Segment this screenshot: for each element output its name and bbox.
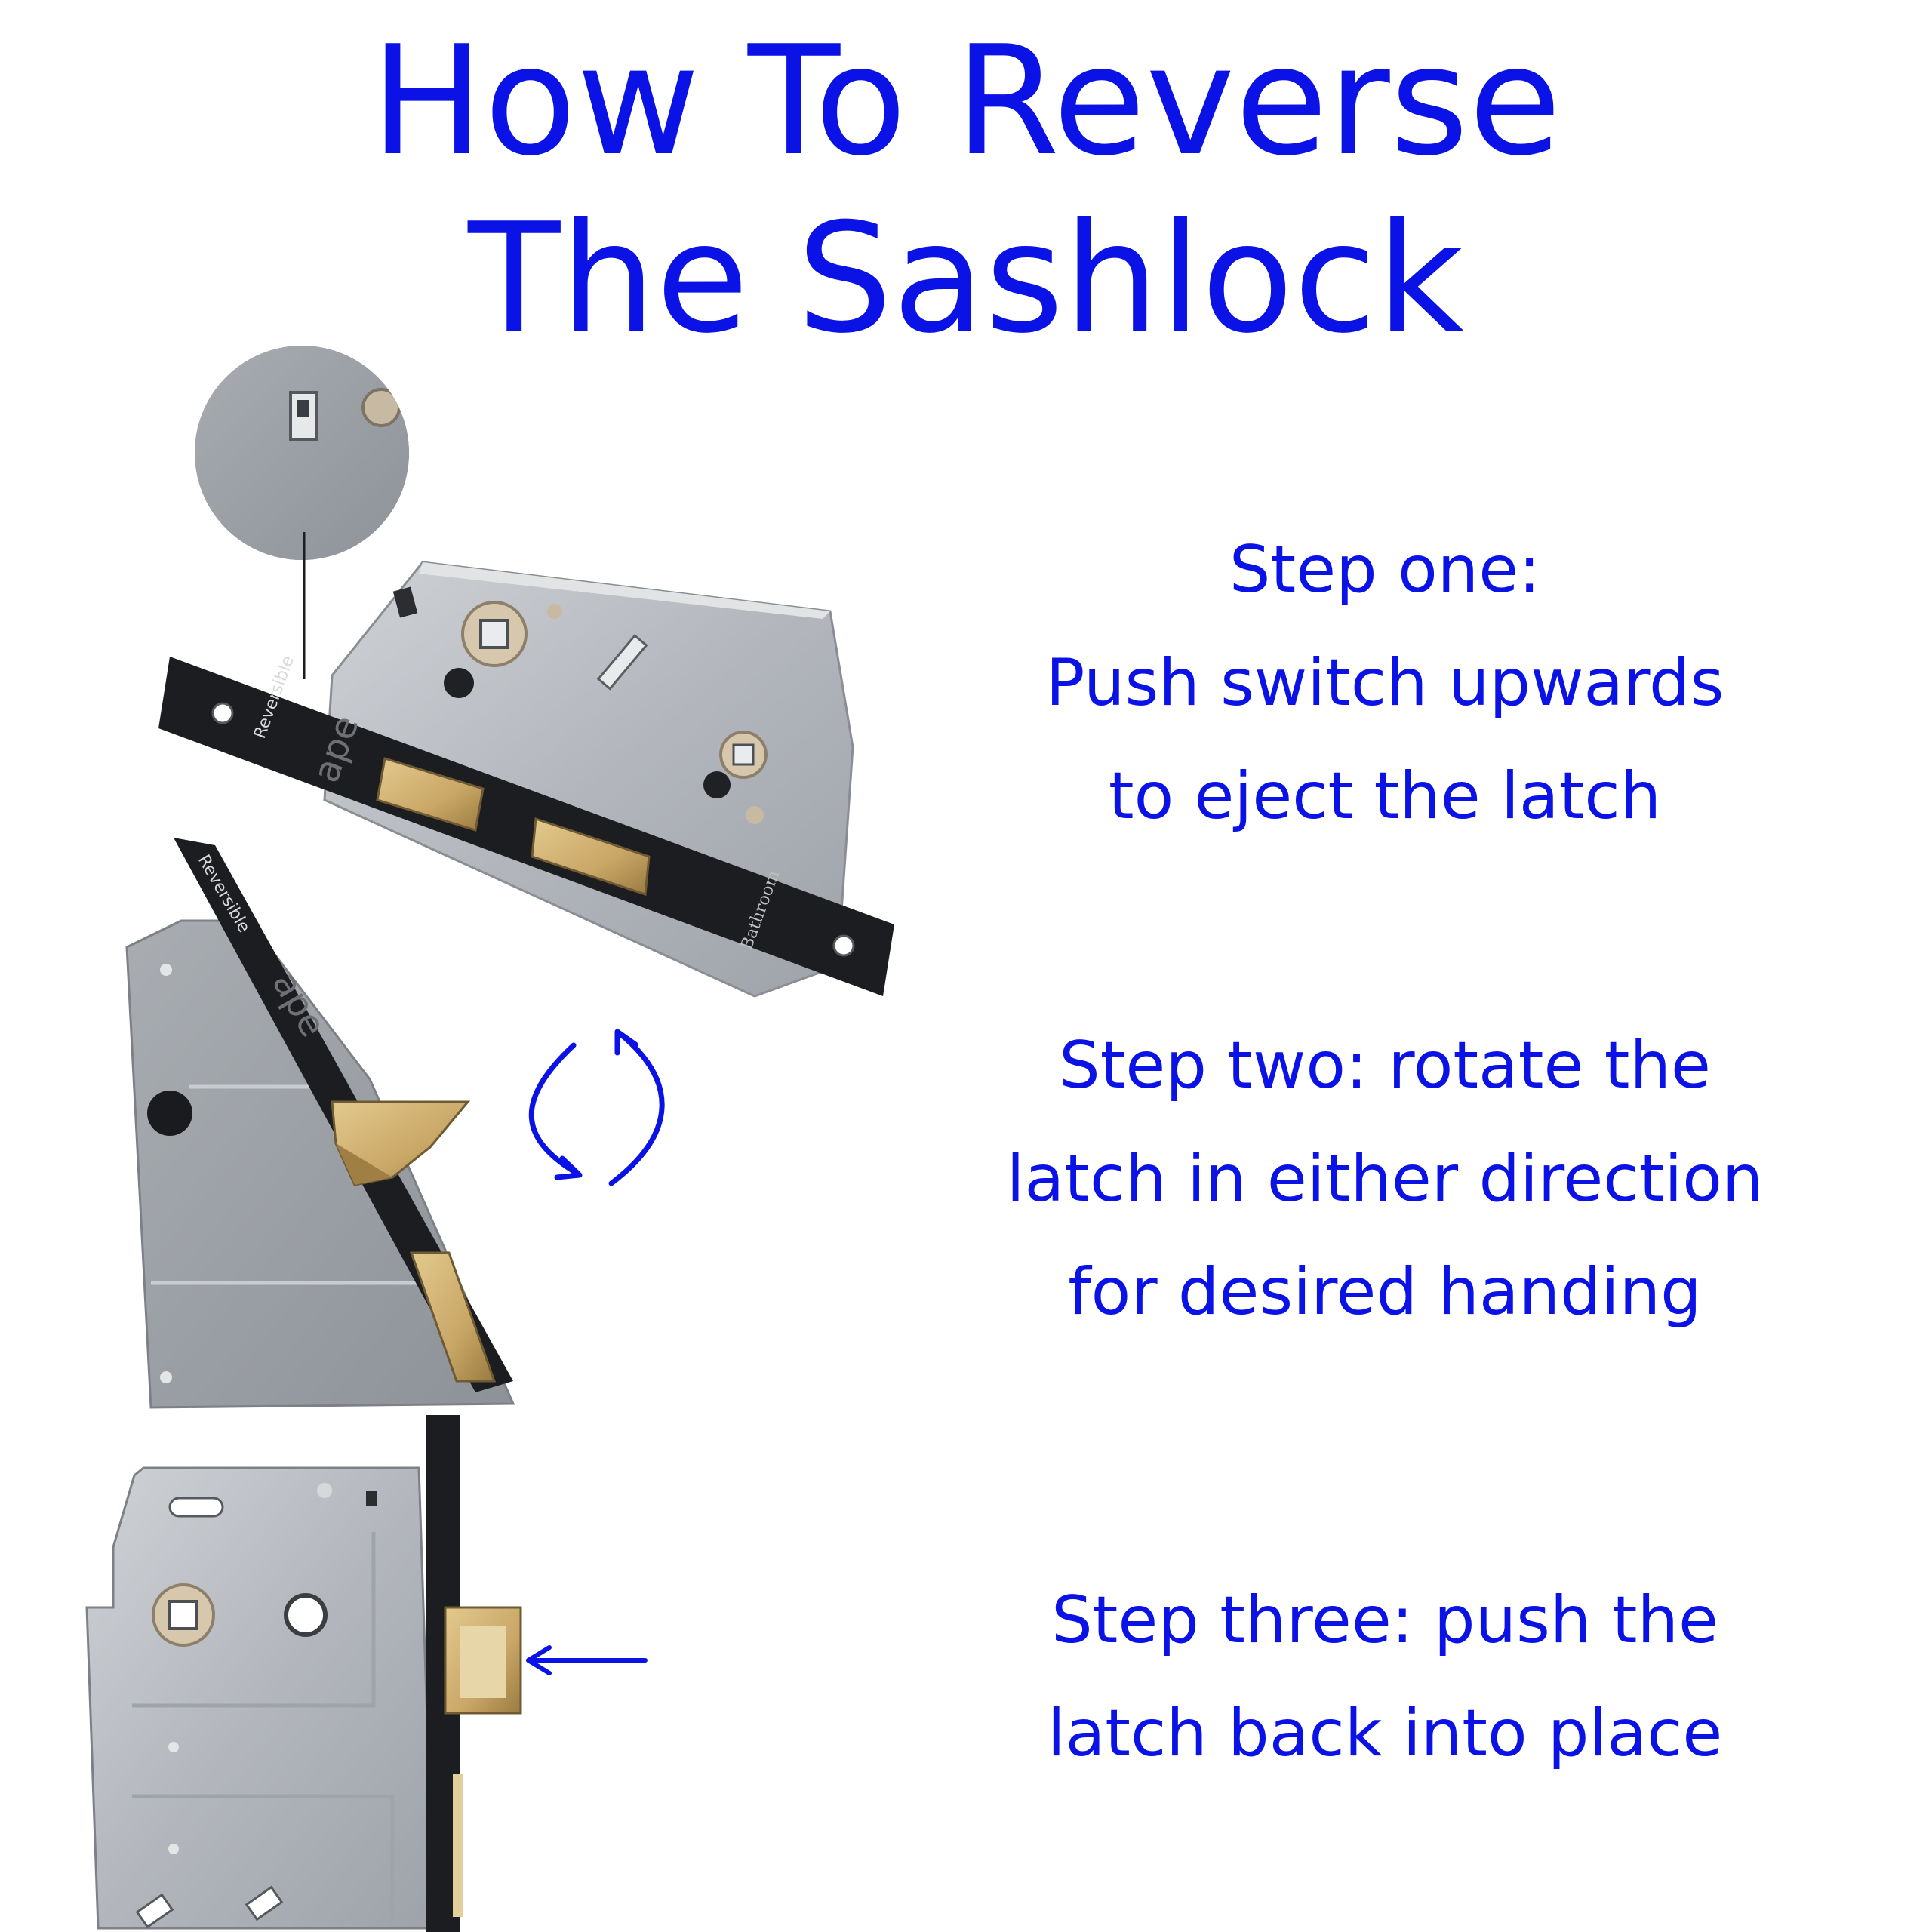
step-three-text: Step three: push the latch back into pla… [970,1564,1800,1790]
step-one-line-2: Push switch upwards [1045,645,1724,721]
rotate-arrows-icon [528,1029,665,1186]
step-three-line-2: latch back into place [1047,1696,1723,1771]
sashlock-step-two: Reversible ape [125,838,515,1409]
step-two-line-3: for desired handing [1068,1254,1702,1330]
zoom-detail-switch [195,346,409,679]
push-left-arrow-icon [526,1645,648,1675]
step-one-text: Step one: Push switch upwards to eject t… [970,513,1800,853]
page-title-line-2: The Sashlock [468,191,1464,367]
sashlock-step-three [85,1415,522,1932]
page-title-line-1: How To Reverse [371,14,1561,189]
step-two-text: Step two: rotate the latch in either dir… [951,1009,1819,1349]
step-two-line-2: latch in either direction [1006,1141,1764,1217]
step-three-line-1: Step three: push the [1051,1583,1718,1658]
step-one-line-1: Step one: [1229,532,1541,608]
sashlock-step-one: Reversible ape Bathroom [158,561,894,998]
step-one-line-3: to eject the latch [1108,758,1662,834]
step-two-line-1: Step two: rotate the [1059,1028,1711,1103]
